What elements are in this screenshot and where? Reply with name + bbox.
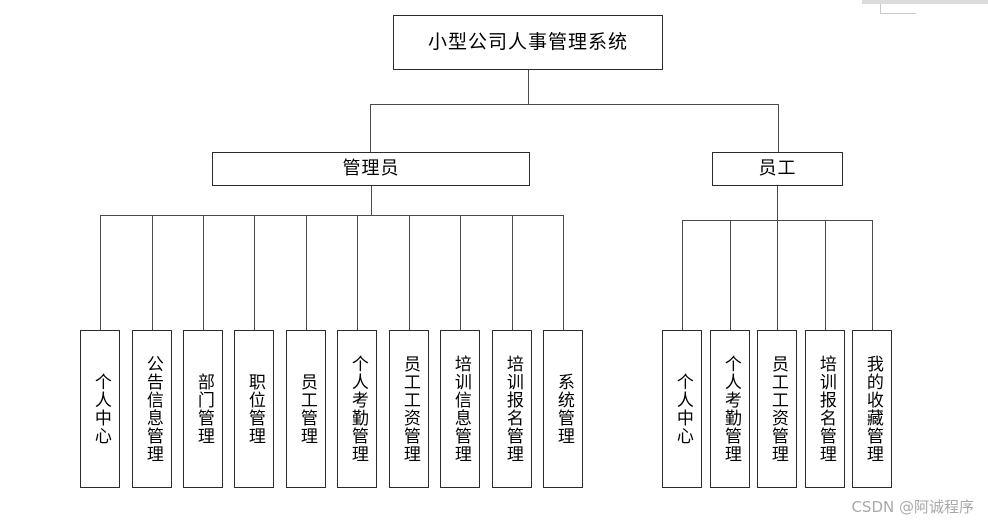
node-staff-leaf-favorites[interactable]: 我的收藏管理 bbox=[852, 330, 893, 489]
connector-admin-bus bbox=[100, 215, 564, 216]
connector-admin-stem bbox=[371, 186, 372, 215]
node-admin-leaf-training-signup[interactable]: 培训报名管理 bbox=[492, 330, 533, 489]
connector-admin-leaf-6 bbox=[357, 215, 358, 330]
connector-staff-leaf-1 bbox=[682, 220, 683, 330]
connector-admin-leaf-9 bbox=[512, 215, 513, 330]
node-staff-leaf-personal-center[interactable]: 个人中心 bbox=[662, 330, 703, 489]
connector-root-stem bbox=[528, 70, 529, 104]
node-branch-staff[interactable]: 员工 bbox=[712, 152, 844, 187]
connector-level2-bus bbox=[370, 104, 779, 105]
connector-admin-leaf-1 bbox=[100, 215, 101, 330]
scan-artifact-bar bbox=[862, 0, 988, 4]
node-admin-leaf-training-info[interactable]: 培训信息管理 bbox=[440, 330, 481, 489]
connector-admin-leaf-3 bbox=[203, 215, 204, 330]
connector-to-admin bbox=[370, 104, 371, 152]
connector-admin-leaf-4 bbox=[254, 215, 255, 330]
node-root-system[interactable]: 小型公司人事管理系统 bbox=[393, 15, 664, 71]
node-staff-leaf-training-signup[interactable]: 培训报名管理 bbox=[805, 330, 846, 489]
node-admin-leaf-salary[interactable]: 员工工资管理 bbox=[389, 330, 430, 489]
connector-admin-leaf-2 bbox=[152, 215, 153, 330]
connector-staff-leaf-5 bbox=[872, 220, 873, 330]
node-admin-leaf-announcement-info[interactable]: 公告信息管理 bbox=[132, 330, 173, 489]
connector-staff-leaf-3 bbox=[777, 220, 778, 330]
scan-artifact-box bbox=[880, 4, 916, 14]
connector-admin-leaf-8 bbox=[460, 215, 461, 330]
node-admin-leaf-personal-attendance[interactable]: 个人考勤管理 bbox=[337, 330, 378, 489]
watermark: CSDN @阿诚程序 bbox=[851, 498, 974, 516]
connector-admin-leaf-5 bbox=[306, 215, 307, 330]
node-admin-leaf-system[interactable]: 系统管理 bbox=[543, 330, 584, 489]
node-branch-admin[interactable]: 管理员 bbox=[212, 152, 531, 187]
connector-staff-stem bbox=[777, 186, 778, 220]
node-admin-leaf-position[interactable]: 职位管理 bbox=[234, 330, 275, 489]
connector-admin-leaf-7 bbox=[409, 215, 410, 330]
node-admin-leaf-employee[interactable]: 员工管理 bbox=[286, 330, 327, 489]
connector-to-staff bbox=[778, 104, 779, 152]
node-staff-leaf-salary[interactable]: 员工工资管理 bbox=[757, 330, 798, 489]
connector-staff-leaf-4 bbox=[825, 220, 826, 330]
connector-staff-leaf-2 bbox=[730, 220, 731, 330]
connector-admin-leaf-10 bbox=[563, 215, 564, 330]
node-admin-leaf-personal-center[interactable]: 个人中心 bbox=[80, 330, 121, 489]
node-staff-leaf-personal-attendance[interactable]: 个人考勤管理 bbox=[710, 330, 751, 489]
node-admin-leaf-department[interactable]: 部门管理 bbox=[183, 330, 224, 489]
